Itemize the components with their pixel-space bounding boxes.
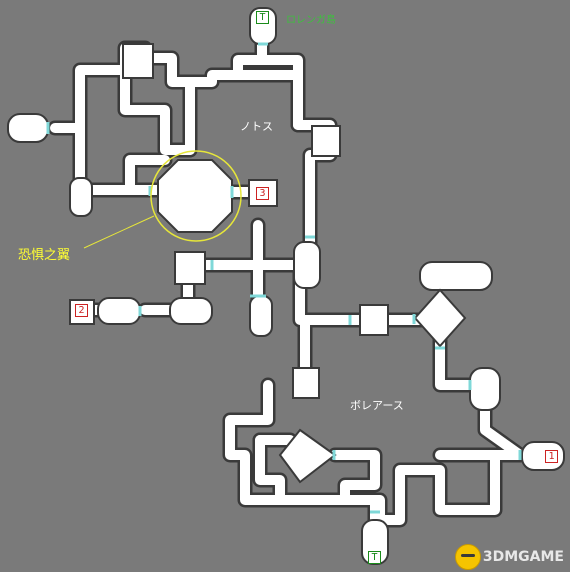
item-pointer-line	[83, 215, 155, 249]
room-cross	[359, 304, 389, 336]
rooms	[7, 7, 565, 565]
teleport-marker-bottom[interactable]: T	[368, 551, 381, 564]
teleport-marker-top[interactable]: T	[256, 11, 269, 24]
room-upper-square	[122, 43, 154, 79]
smiley-logo-icon	[454, 544, 481, 570]
room-diamond-south	[278, 428, 337, 484]
room-west-mid	[174, 251, 206, 285]
item-label: 恐惧之翼	[18, 248, 71, 263]
warp-marker-3[interactable]: 3	[256, 187, 269, 200]
doors	[46, 42, 522, 514]
room-west-oval-2	[97, 297, 141, 325]
watermark: 3DMGAME	[454, 544, 564, 570]
warp-marker-2[interactable]: 2	[75, 304, 88, 317]
area-label-south: ボレアース	[350, 399, 404, 412]
area-label-north: ノトス	[240, 120, 273, 133]
item-highlight-circle	[150, 150, 242, 242]
warp-marker-1[interactable]: 1	[545, 450, 558, 463]
room-mid-lower	[249, 295, 273, 337]
top-destination-note: ロレンガ島	[286, 15, 336, 26]
room-east-oval	[419, 261, 493, 291]
room-west-oval	[169, 297, 213, 325]
room-south-cross	[292, 367, 320, 399]
room-warp-1	[521, 441, 565, 471]
room-west	[7, 113, 49, 143]
room-south-east	[469, 367, 501, 411]
room-west-lower	[69, 177, 93, 217]
room-diamond-east	[413, 288, 467, 348]
watermark-text: 3DMGAME	[482, 549, 564, 565]
room-east-small	[311, 125, 341, 157]
room-hub	[293, 241, 321, 289]
room-octagon-north	[157, 159, 233, 233]
